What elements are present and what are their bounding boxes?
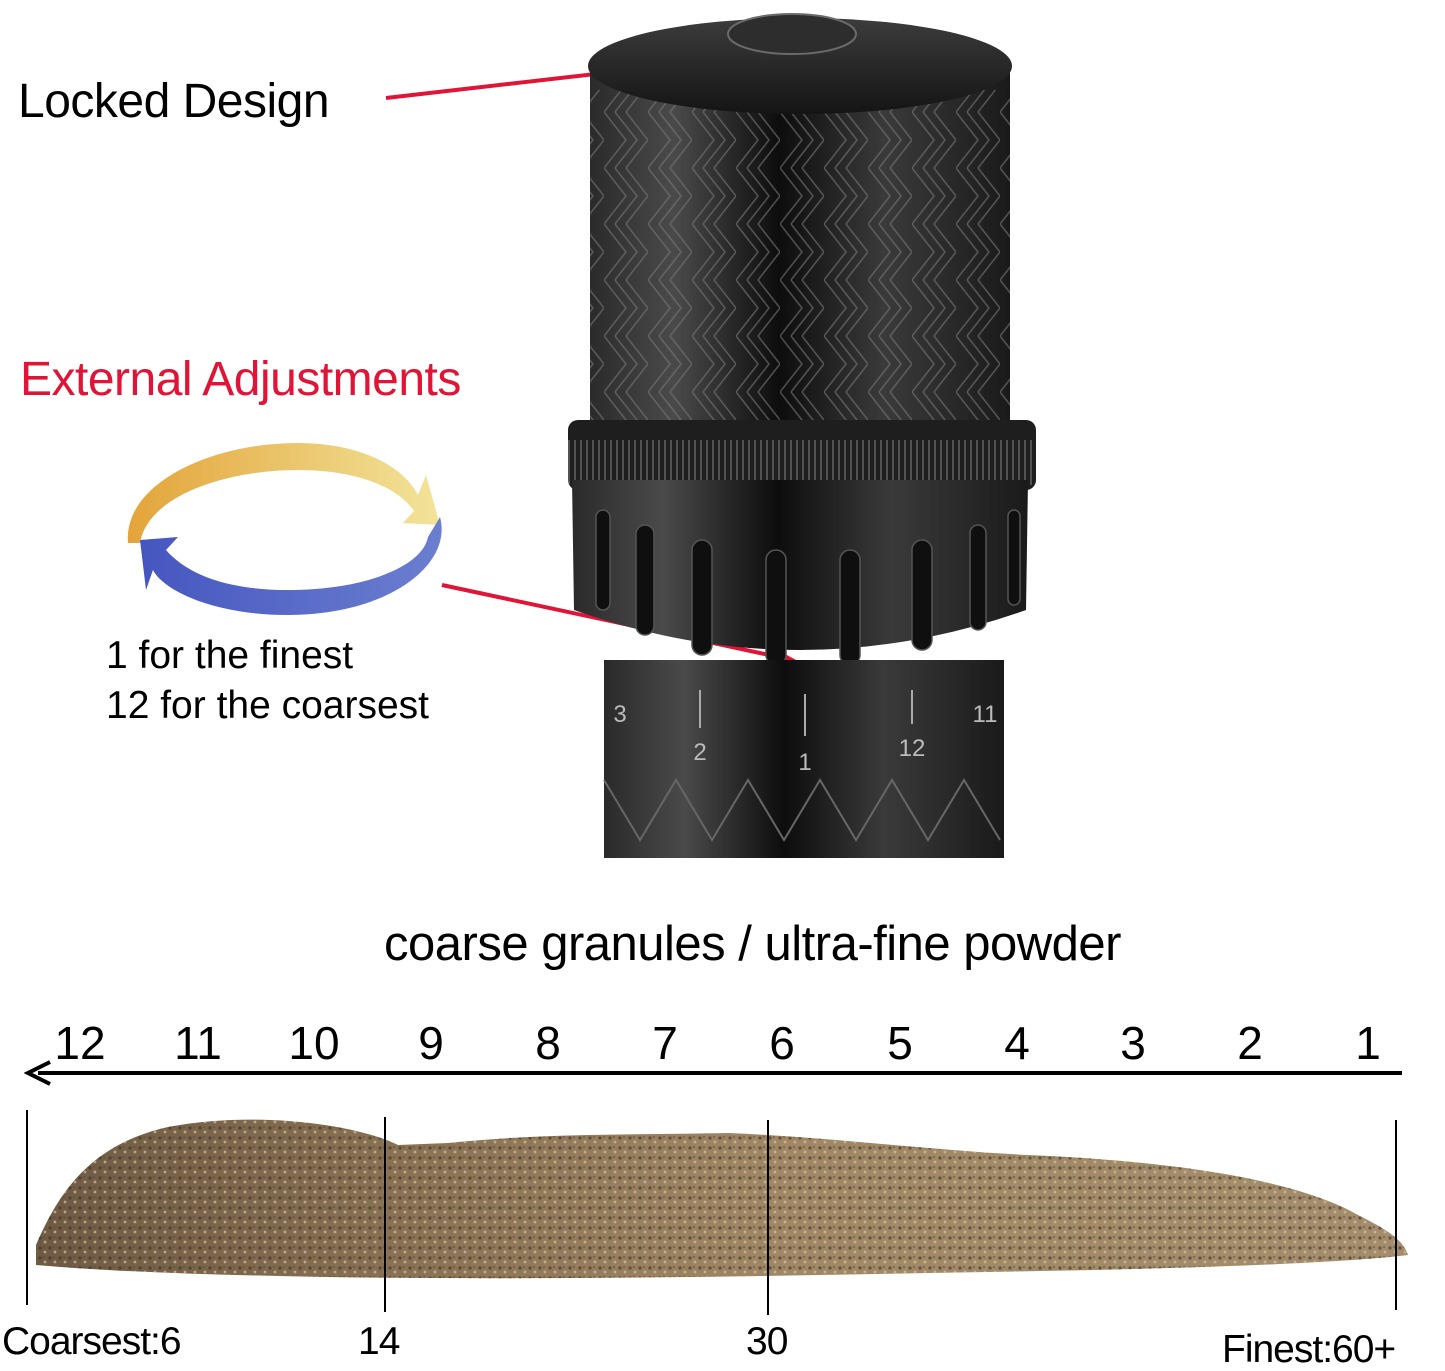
arrow-left-icon bbox=[24, 1060, 51, 1086]
rotation-arrows-icon bbox=[127, 443, 442, 615]
grinder-product-image: 3 2 1 12 11 bbox=[568, 13, 1036, 858]
divider-14 bbox=[384, 1117, 386, 1312]
coarsest-setting-note: 12 for the coarsest bbox=[106, 684, 430, 727]
dial-mark-1: 1 bbox=[798, 749, 811, 776]
dial-mark-2: 2 bbox=[693, 739, 706, 766]
coarsest-mesh-label: Coarsest:6 bbox=[2, 1320, 182, 1363]
scale-setting-6: 6 bbox=[769, 1017, 795, 1069]
scale-setting-2: 2 bbox=[1237, 1017, 1263, 1069]
finest-mesh-label: Finest:60+ bbox=[1222, 1328, 1396, 1371]
scale-setting-5: 5 bbox=[887, 1017, 913, 1069]
grinder-cap bbox=[588, 18, 1012, 114]
finest-setting-note: 1 for the finest bbox=[106, 634, 354, 677]
external-adjustments-label: External Adjustments bbox=[20, 353, 461, 406]
scale-setting-11: 11 bbox=[174, 1017, 222, 1069]
locked-design-label: Locked Design bbox=[18, 75, 330, 128]
scale-setting-1: 1 bbox=[1355, 1017, 1381, 1069]
scale-setting-3: 3 bbox=[1120, 1017, 1146, 1069]
scale-axis-line bbox=[38, 1071, 1402, 1075]
divider-coarsest bbox=[26, 1110, 28, 1305]
scale-setting-10: 10 bbox=[288, 1017, 340, 1069]
lock-button-icon bbox=[727, 13, 857, 55]
dial-mark-12: 12 bbox=[899, 735, 926, 762]
dial-mark-11: 11 bbox=[973, 701, 998, 728]
scale-setting-9: 9 bbox=[418, 1017, 444, 1069]
divider-30 bbox=[767, 1120, 769, 1315]
dial-mark-3: 3 bbox=[613, 701, 626, 728]
scale-setting-8: 8 bbox=[535, 1017, 561, 1069]
scale-setting-7: 7 bbox=[652, 1017, 678, 1069]
mesh-30-label: 30 bbox=[746, 1320, 788, 1363]
scale-setting-4: 4 bbox=[1004, 1017, 1030, 1069]
divider-finest bbox=[1395, 1120, 1397, 1310]
mesh-14-label: 14 bbox=[358, 1320, 400, 1363]
scale-setting-12: 12 bbox=[54, 1017, 106, 1069]
grind-scale-title: coarse granules / ultra-fine powder bbox=[384, 917, 1121, 971]
coffee-grounds-sample-image bbox=[36, 1119, 1408, 1279]
